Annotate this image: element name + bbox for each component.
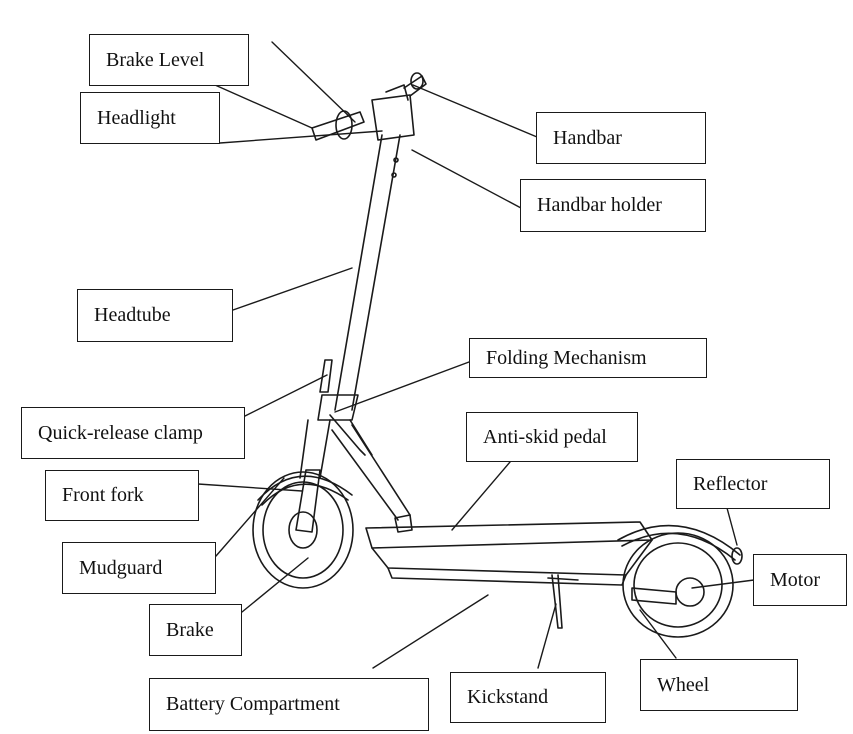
label-headtube: Headtube: [77, 289, 233, 342]
label-battery-compartment: Battery Compartment: [149, 678, 429, 731]
quick-release-lever: [319, 359, 333, 393]
rear-wheel-inner: [633, 542, 723, 628]
label-brake-level: Brake Level: [89, 34, 249, 86]
handbar-holder: [371, 94, 415, 141]
leader-brake-level: [214, 84, 313, 129]
kickstand-shape: [551, 574, 563, 629]
label-brake: Brake: [149, 604, 242, 656]
label-quick-release-clamp: Quick-release clamp: [21, 407, 245, 459]
label-front-fork: Front fork: [45, 470, 199, 521]
headtube-right: [351, 134, 401, 411]
scooter: [252, 72, 743, 638]
battery-compartment-shape: [371, 539, 653, 576]
leader-headlight: [219, 130, 383, 144]
leader-mudguard: [215, 477, 285, 557]
front-wheel-outer: [252, 471, 354, 589]
leader-brake: [241, 557, 309, 613]
leader-battery-compartment: [372, 594, 489, 669]
left-grip: [311, 111, 365, 141]
folding-mechanism-shape: [317, 394, 359, 421]
front-fork: [295, 469, 321, 533]
leader-headtube: [232, 267, 353, 311]
rear-brake-pad: [631, 587, 677, 605]
label-anti-skid-pedal: Anti-skid pedal: [466, 412, 638, 462]
label-kickstand: Kickstand: [450, 672, 606, 723]
motor-hub: [675, 577, 705, 607]
headlight-lamp: [335, 110, 353, 140]
leader-handbar-holder: [411, 149, 522, 209]
front-wheel-inner: [262, 481, 344, 579]
front-mudguard: [257, 475, 353, 501]
right-grip: [403, 75, 427, 97]
rear-wheel-outer: [622, 532, 734, 638]
label-folding-mechanism: Folding Mechanism: [469, 338, 707, 378]
anti-skid-deck: [365, 521, 653, 549]
leader-brake-cable: [271, 41, 356, 123]
label-reflector: Reflector: [676, 459, 830, 509]
label-handbar-holder: Handbar holder: [520, 179, 706, 232]
reflector-shape: [731, 547, 743, 565]
label-mudguard: Mudguard: [62, 542, 216, 594]
label-wheel: Wheel: [640, 659, 798, 711]
leader-front-fork: [197, 483, 303, 492]
leader-reflector: [726, 507, 738, 546]
leader-anti-skid-pedal: [451, 461, 511, 531]
label-motor: Motor: [753, 554, 847, 606]
front-hub: [288, 511, 318, 549]
leader-folding-mechanism: [334, 361, 470, 413]
leader-handbar: [412, 84, 538, 138]
rear-mudguard: [617, 524, 741, 556]
leader-quick-release-clamp: [244, 374, 328, 417]
label-headlight: Headlight: [80, 92, 220, 144]
leader-kickstand: [537, 603, 557, 669]
headtube-left: [334, 134, 383, 411]
label-handbar: Handbar: [536, 112, 706, 164]
